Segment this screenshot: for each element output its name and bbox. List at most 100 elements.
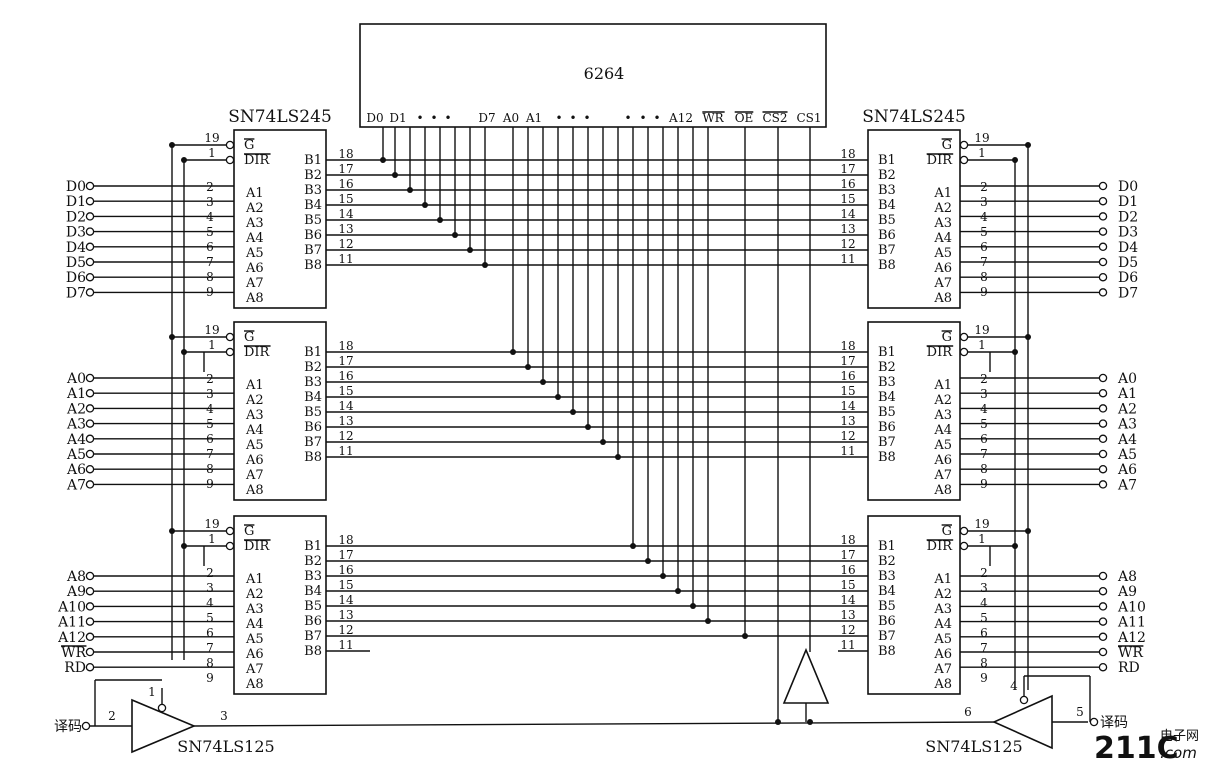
io-label: A0 <box>66 371 86 387</box>
pin-number: 15 <box>840 578 855 592</box>
inverting-bubble <box>225 332 235 342</box>
pin-number: 15 <box>840 192 855 206</box>
io-label: RD <box>64 660 86 676</box>
pin-number: 19 <box>974 131 989 145</box>
pin-number: 17 <box>840 162 855 176</box>
memory-6264 <box>359 23 827 128</box>
io-terminal <box>85 586 95 596</box>
a-pin-label: A1 <box>933 378 952 393</box>
memory-pin-label: • <box>444 111 451 125</box>
junction-dot <box>1025 142 1031 148</box>
io-label: A7 <box>1117 477 1137 493</box>
b-pin-label: B8 <box>304 450 322 465</box>
junction-dot <box>540 379 546 385</box>
pin-number: 19 <box>204 517 219 531</box>
io-terminal <box>85 272 95 282</box>
memory-pin-label: D1 <box>389 111 406 125</box>
io-terminal <box>1098 480 1108 489</box>
junction-dot <box>422 202 428 208</box>
io-label: A5 <box>1117 447 1137 463</box>
a-pin-label: A2 <box>245 587 264 602</box>
a-pin-label: A6 <box>933 261 952 276</box>
io-label: A4 <box>66 432 86 448</box>
io-terminal <box>85 257 95 267</box>
ctrl-pin-label: G <box>942 330 952 345</box>
junction-dot <box>407 187 413 193</box>
decode-label: 译码 <box>54 719 82 735</box>
pin-number: 18 <box>338 339 353 353</box>
b-pin-label: B3 <box>878 375 896 390</box>
b-pin-label: B2 <box>878 554 896 569</box>
pin-number: 3 <box>206 387 214 401</box>
wiring <box>90 127 1099 727</box>
io-label: A1 <box>1117 386 1137 402</box>
pin-number: 11 <box>840 252 855 266</box>
transceiver-74ls245 <box>233 515 327 695</box>
pin-number: 5 <box>206 417 214 431</box>
a-pin-label: A8 <box>245 677 264 692</box>
junction-dot <box>1025 528 1031 534</box>
pin-number: 9 <box>980 671 988 685</box>
a-pin-label: A5 <box>933 246 952 261</box>
pin-number: 3 <box>220 709 228 723</box>
a-pin-label: A5 <box>245 438 264 453</box>
memory-pin-label: • <box>569 111 576 125</box>
inverting-bubble <box>959 347 969 357</box>
junction-dot <box>1025 334 1031 340</box>
junction-dot <box>705 618 711 624</box>
io-terminal <box>85 196 95 206</box>
a-pin-label: A8 <box>933 677 952 692</box>
io-label: A12 <box>1117 630 1146 646</box>
io-terminal <box>1098 288 1108 297</box>
io-label: D6 <box>1118 270 1138 286</box>
junction-dot <box>380 157 386 163</box>
pin-number: 1 <box>978 338 986 352</box>
io-terminal <box>85 647 95 657</box>
buffer-title: SN74LS125 <box>177 737 274 756</box>
io-terminal <box>85 419 95 428</box>
pin-number: 6 <box>206 432 214 446</box>
junction-dot <box>742 633 748 639</box>
b-pin-label: B1 <box>878 153 896 168</box>
a-pin-label: A1 <box>933 186 952 201</box>
io-label: A5 <box>66 447 86 463</box>
inverter <box>782 647 830 704</box>
b-pin-label: B4 <box>878 390 896 405</box>
pin-number: 11 <box>338 638 353 652</box>
pin-number: 1 <box>978 146 986 160</box>
pin-number: 16 <box>840 563 855 577</box>
pin-number: 12 <box>840 237 855 251</box>
ctrl-pin-label: DIR <box>244 153 271 168</box>
io-label: A6 <box>1117 462 1137 478</box>
io-label: A2 <box>66 401 86 417</box>
io-label: A3 <box>1117 417 1137 433</box>
watermark-cn: 电子网 <box>1160 729 1199 744</box>
io-label: A10 <box>57 599 86 615</box>
pin-number: 19 <box>204 131 219 145</box>
decode-label: 译码 <box>1100 715 1128 731</box>
b-pin-label: B4 <box>878 584 896 599</box>
a-pin-label: A2 <box>245 393 264 408</box>
io-terminal <box>1098 373 1108 383</box>
pin-number: 16 <box>840 369 855 383</box>
transceiver-74ls245 <box>867 129 961 309</box>
io-terminal <box>1098 632 1108 642</box>
junction-dot <box>570 409 576 415</box>
junction-dot <box>585 424 591 430</box>
io-terminal <box>85 404 95 413</box>
ctrl-pin-label: DIR <box>927 345 954 360</box>
a-pin-label: A1 <box>245 186 264 201</box>
buffer-output-rail <box>193 721 1001 727</box>
io-terminal <box>1098 571 1108 581</box>
decode-terminal <box>81 721 91 731</box>
memory-pin-label: OE <box>735 111 754 125</box>
pin-number: 18 <box>840 147 855 161</box>
io-label: D7 <box>66 285 86 301</box>
io-label: WR <box>61 645 86 661</box>
io-terminal <box>1098 388 1108 398</box>
io-terminal <box>1098 449 1108 459</box>
b-pin-label: B6 <box>878 228 896 243</box>
pin-number: 7 <box>206 447 214 461</box>
b-pin-label: B6 <box>878 614 896 629</box>
io-terminal <box>1098 419 1108 428</box>
